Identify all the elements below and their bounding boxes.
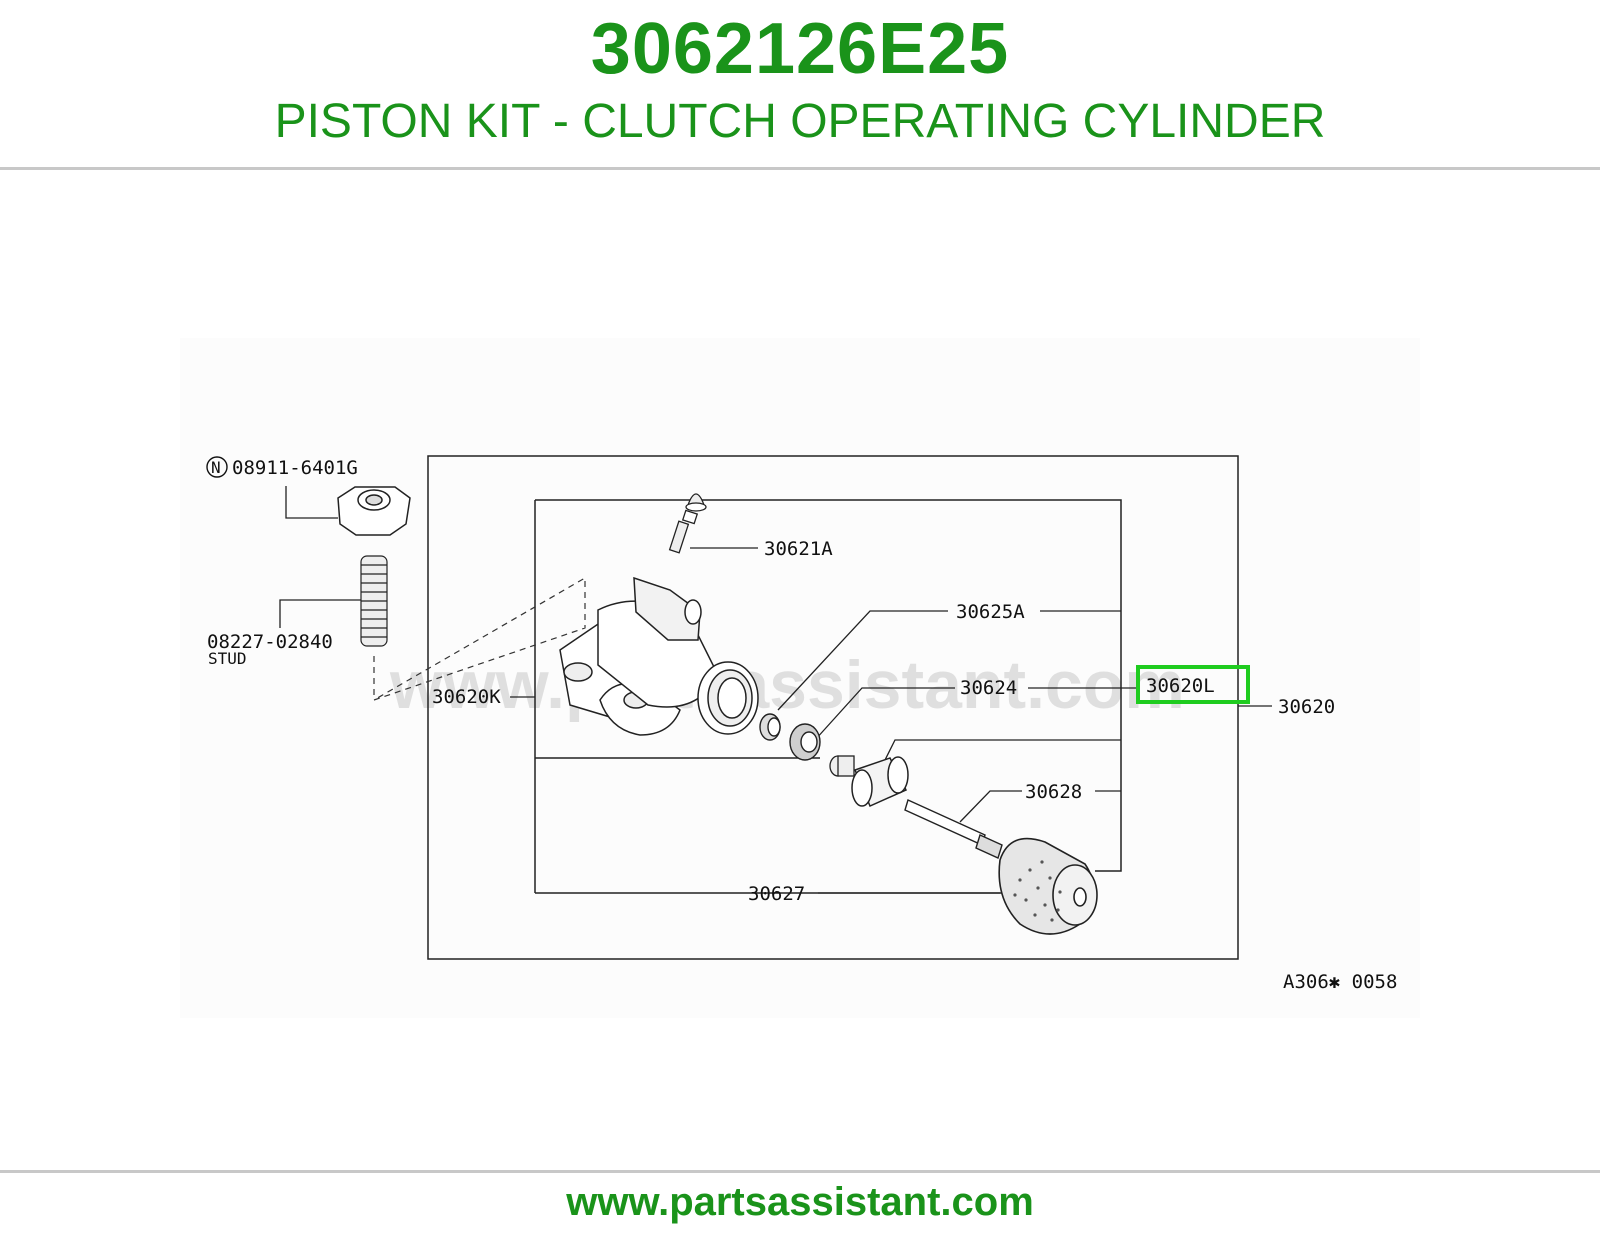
footer-divider bbox=[0, 1170, 1600, 1173]
bleeder-screw-icon bbox=[668, 493, 707, 554]
assembly-box bbox=[427, 455, 1239, 960]
piston-cap-icon bbox=[759, 713, 781, 741]
piston-cup-icon bbox=[789, 723, 821, 761]
stud-icon bbox=[360, 555, 388, 647]
kit-highlight-box bbox=[1136, 665, 1250, 704]
kit-bracket bbox=[534, 499, 1122, 894]
watermark: www.partsassistant.com bbox=[389, 647, 1185, 723]
piston-icon bbox=[851, 756, 909, 807]
nut-prefix-label: N bbox=[211, 458, 221, 477]
leader-lines bbox=[279, 486, 1272, 894]
label-boot: 30627 bbox=[748, 883, 805, 905]
label-bleeder: 30621A bbox=[764, 538, 833, 560]
label-rod: 30628 bbox=[1025, 781, 1082, 803]
push-rod-icon bbox=[904, 799, 1003, 859]
dust-boot-icon bbox=[998, 837, 1098, 935]
header-divider bbox=[0, 167, 1600, 170]
drawing-code: A306✱ 0058 bbox=[1283, 971, 1397, 993]
label-stud-name: STUD bbox=[208, 649, 247, 668]
part-number: 3062126E25 bbox=[590, 9, 1010, 89]
nut-icon bbox=[337, 486, 411, 536]
n-circle-icon: N bbox=[206, 456, 228, 478]
label-nut: 08911-6401G bbox=[232, 457, 358, 479]
label-cap: 30625A bbox=[956, 601, 1025, 623]
stud-guide-line bbox=[373, 576, 586, 701]
label-stud: 08227-02840 bbox=[207, 631, 333, 653]
cylinder-body-icon bbox=[559, 576, 759, 736]
label-cup: 30624 bbox=[960, 677, 1017, 699]
label-cylinder-body: 30620K bbox=[432, 686, 501, 708]
label-assembly: 30620 bbox=[1278, 696, 1335, 718]
page-header: 3062126E25 PISTON KIT - CLUTCH OPERATING… bbox=[0, 0, 1600, 168]
footer-link[interactable]: www.partsassistant.com bbox=[566, 1180, 1034, 1224]
diagram-panel bbox=[180, 338, 1420, 1018]
part-title: PISTON KIT - CLUTCH OPERATING CYLINDER bbox=[274, 95, 1326, 148]
label-kit[interactable]: 30620L bbox=[1146, 675, 1215, 697]
piston-plug-icon bbox=[829, 755, 855, 777]
